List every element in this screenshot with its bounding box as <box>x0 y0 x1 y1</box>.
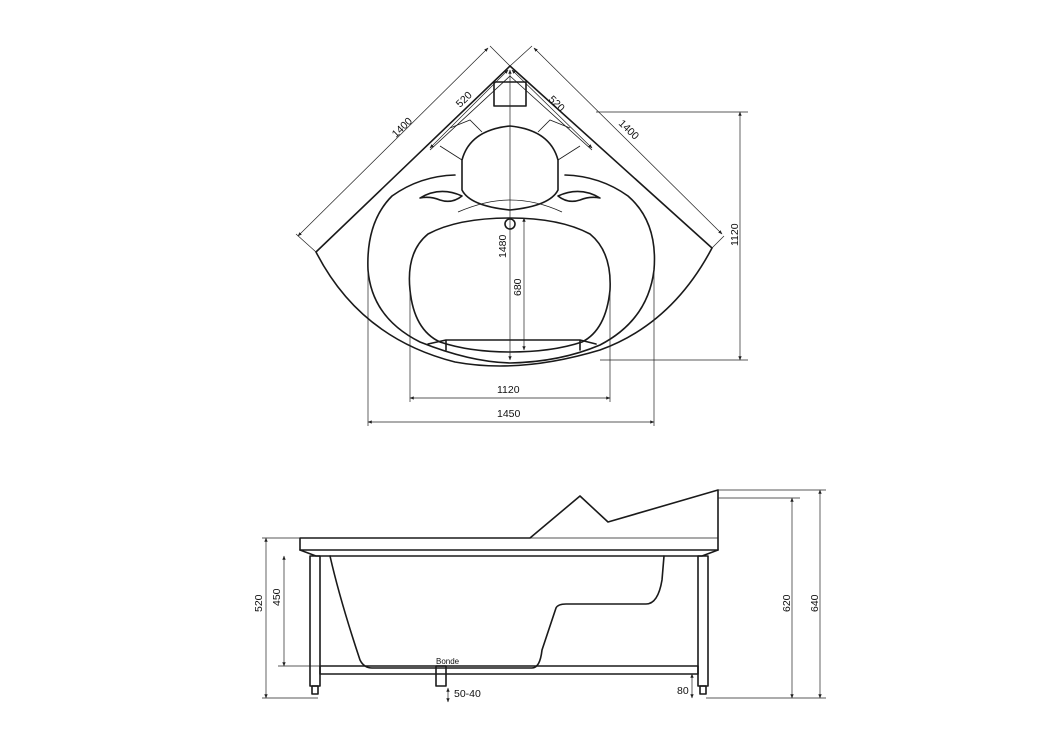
rim-top <box>299 489 719 551</box>
dim-640: 640 <box>809 594 821 612</box>
front-grip <box>427 339 597 351</box>
dim-side-left: 1400 <box>390 115 415 140</box>
tub-outer-outline <box>315 65 713 367</box>
dim-height-right: 1120 <box>729 223 741 246</box>
dim-450: 450 <box>271 588 283 606</box>
armrest-left <box>419 190 463 203</box>
seat-right <box>537 119 581 161</box>
dim-diagonal: 1480 <box>497 234 509 258</box>
dim-seat-left: 520 <box>454 89 475 110</box>
side-view: Bonde 50-40 520 450 80 620 640 <box>253 489 826 703</box>
armrest-right <box>557 190 601 203</box>
dim-outer-width: 1450 <box>497 408 521 420</box>
label-drain: Bonde <box>436 657 460 666</box>
support-frame <box>309 555 709 695</box>
top-view: 1400 1400 520 520 1480 680 1120 1120 145 <box>295 45 748 426</box>
tub-inner-chamfer <box>429 75 593 151</box>
dim-drain: 50-40 <box>454 688 481 700</box>
dim-inner-depth: 680 <box>512 278 524 296</box>
dim-520: 520 <box>253 594 265 612</box>
dim-leg: 80 <box>677 685 689 697</box>
dim-620: 620 <box>781 594 793 612</box>
rim-edge <box>299 549 719 557</box>
drain-pipe <box>435 665 447 687</box>
rim-oval <box>367 174 656 364</box>
basin-profile <box>329 555 665 669</box>
dim-side-right: 1400 <box>616 118 641 143</box>
dim-inner-width: 1120 <box>497 384 520 396</box>
